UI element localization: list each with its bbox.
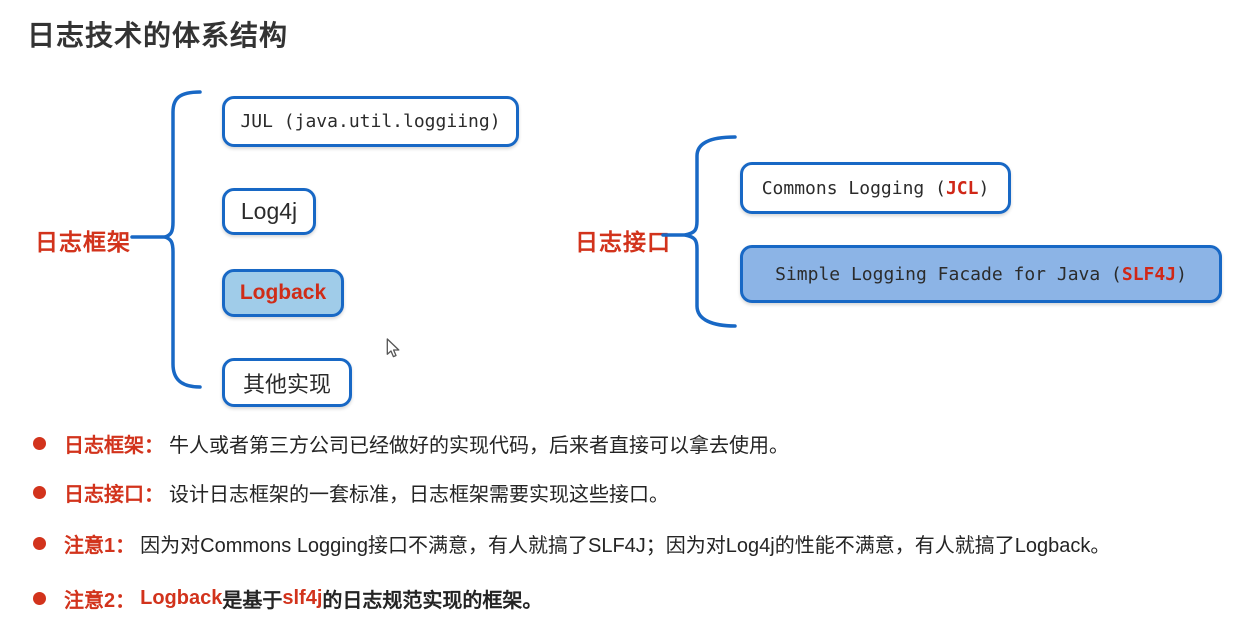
box-other-label: 其他实现 bbox=[242, 371, 331, 397]
box-jul: JUL (java.util.loggiing) bbox=[222, 96, 519, 147]
box-slf4j-acronym: SLF4J bbox=[1121, 263, 1177, 285]
bullet-dot-icon bbox=[33, 536, 46, 550]
box-jcl-prefix: Commons Logging ( bbox=[761, 177, 946, 199]
bullet-log-framework-definition: 日志框架： 牛人或者第三方公司已经做好的实现代码，后来者直接可以拿去使用。 bbox=[33, 430, 789, 457]
box-log4j: Log4j bbox=[222, 188, 316, 235]
mouse-cursor-icon bbox=[386, 338, 400, 358]
box-slf4j-filled: Simple Logging Facade for Java (SLF4J) bbox=[740, 245, 1222, 303]
box-jcl-suffix: ) bbox=[978, 177, 990, 199]
bullet-segment: 的日志规范实现的框架。 bbox=[322, 589, 543, 612]
box-slf4j-suffix: ) bbox=[1176, 263, 1187, 285]
box-jcl-acronym: JCL bbox=[945, 177, 979, 199]
box-logback-highlighted: Logback bbox=[222, 269, 344, 317]
bullet-dot-icon bbox=[33, 591, 46, 605]
bullet-label: 日志接口： bbox=[64, 483, 164, 506]
right-curly-brace bbox=[661, 135, 737, 328]
page-title: 日志技术的体系结构 bbox=[27, 20, 289, 51]
box-jul-label: JUL (java.util.loggiing) bbox=[240, 111, 501, 132]
bullet-label: 注意2： bbox=[64, 589, 136, 612]
box-slf4j-prefix: Simple Logging Facade for Java ( bbox=[775, 263, 1122, 285]
bullet-text: 设计日志框架的一套标准，日志框架需要实现这些接口。 bbox=[169, 483, 669, 506]
bullet-dot-icon bbox=[33, 436, 46, 450]
bullet-log-interface-definition: 日志接口： 设计日志框架的一套标准，日志框架需要实现这些接口。 bbox=[33, 479, 669, 506]
bullet-segment: slf4j bbox=[282, 586, 323, 609]
label-log-frameworks: 日志框架 bbox=[35, 229, 131, 255]
left-curly-brace bbox=[130, 90, 202, 389]
label-log-interfaces: 日志接口 bbox=[575, 229, 671, 255]
box-logback-label: Logback bbox=[239, 281, 327, 304]
bullet-label: 日志框架： bbox=[64, 434, 164, 457]
box-other-implementations: 其他实现 bbox=[222, 358, 352, 407]
bullet-dot-icon bbox=[33, 485, 46, 499]
bullet-note-1: 注意1： 因为对Commons Logging接口不满意，有人就搞了SLF4J；… bbox=[33, 530, 1111, 557]
bullet-label: 注意1： bbox=[64, 534, 136, 557]
box-log4j-label: Log4j bbox=[240, 198, 298, 224]
bullet-note-2: 注意2： Logback 是基于 slf4j 的日志规范实现的框架。 bbox=[33, 585, 543, 612]
box-commons-logging-jcl: Commons Logging (JCL) bbox=[740, 162, 1011, 214]
bullet-text: 牛人或者第三方公司已经做好的实现代码，后来者直接可以拿去使用。 bbox=[169, 434, 789, 457]
bullet-segment: 是基于 bbox=[222, 589, 283, 612]
bullet-segment: Logback bbox=[140, 586, 223, 609]
bullet-text: 因为对Commons Logging接口不满意，有人就搞了SLF4J；因为对Lo… bbox=[140, 534, 1111, 557]
